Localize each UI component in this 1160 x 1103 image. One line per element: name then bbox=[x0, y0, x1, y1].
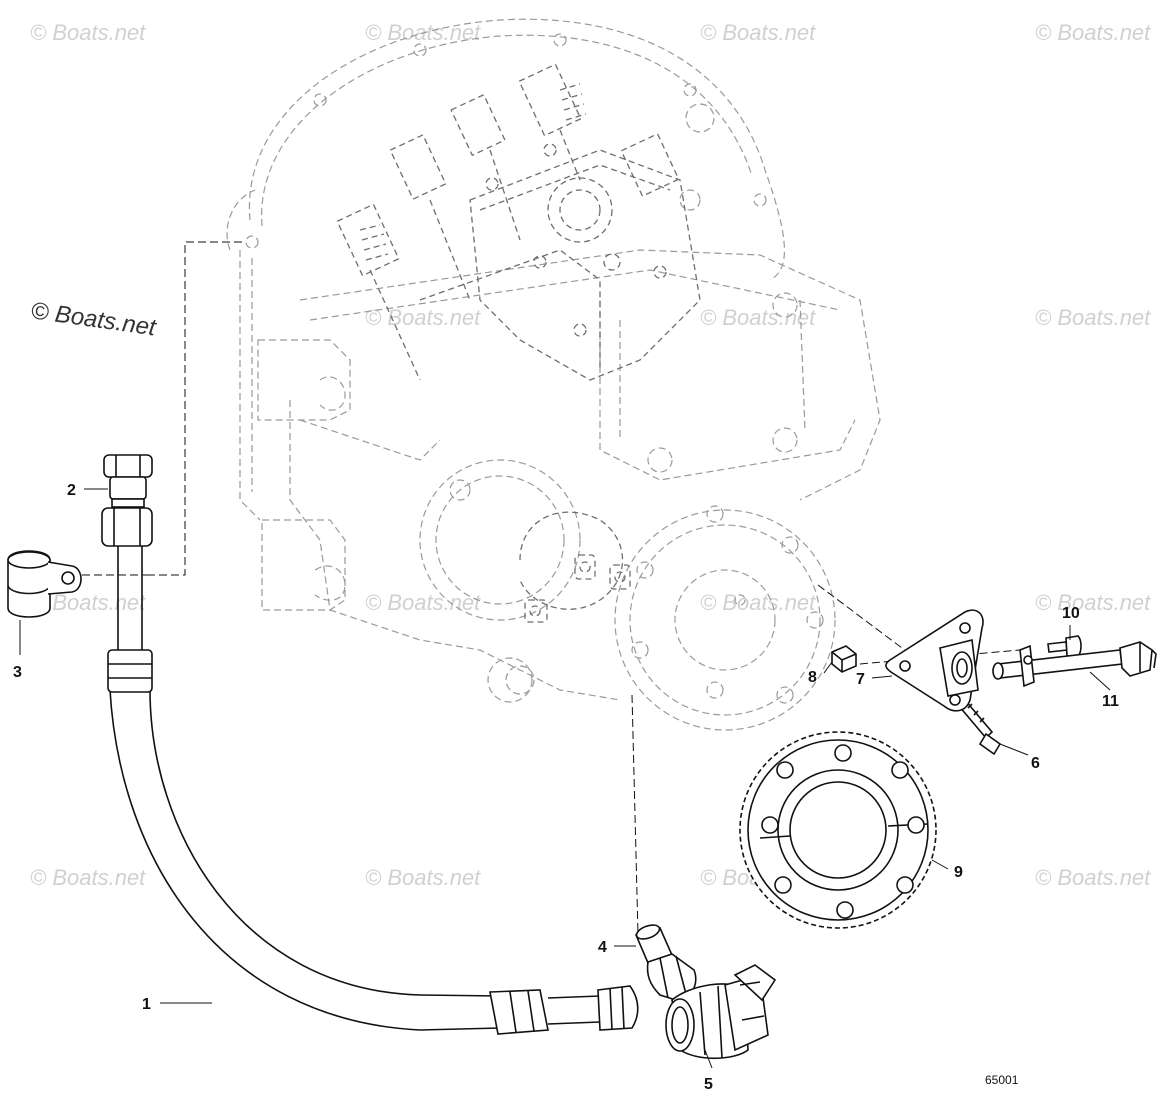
watermark: © Boats.net bbox=[1035, 865, 1151, 890]
watermark: © Boats.net bbox=[1035, 20, 1151, 45]
watermark: © Boats.net bbox=[1035, 590, 1151, 615]
callout-2: 2 bbox=[67, 482, 76, 499]
hex-nut bbox=[831, 645, 857, 673]
tone-ring bbox=[739, 731, 937, 929]
watermark-layer: © Boats.net © Boats.net © Boats.net © Bo… bbox=[29, 20, 1151, 890]
leader-lines bbox=[19, 488, 1111, 1069]
callout-9: 9 bbox=[954, 864, 963, 881]
callout-3: 3 bbox=[13, 664, 22, 681]
watermark: © Boats.net bbox=[365, 590, 481, 615]
watermark: © Boats.net bbox=[30, 20, 146, 45]
straight-fitting bbox=[634, 924, 697, 1001]
sensor-bracket bbox=[885, 609, 984, 712]
watermark: © Boats.net bbox=[365, 865, 481, 890]
speed-sensor bbox=[992, 641, 1157, 688]
watermark: © Boats.net bbox=[1035, 305, 1151, 330]
oil-hose bbox=[107, 545, 639, 1035]
shift-shaft-phantom bbox=[519, 511, 631, 623]
watermark: © Boats.net bbox=[700, 590, 816, 615]
watermark: © Boats.net bbox=[365, 305, 481, 330]
hose-fitting bbox=[101, 454, 153, 547]
elbow-fitting bbox=[665, 964, 777, 1060]
hose-clamp bbox=[7, 550, 82, 618]
figure-number: 65001 bbox=[985, 1073, 1019, 1087]
transmission-housing-phantom bbox=[226, 18, 881, 731]
solenoid-valves-phantom bbox=[336, 63, 680, 381]
callout-8: 8 bbox=[808, 669, 817, 686]
callout-5: 5 bbox=[704, 1076, 713, 1093]
output-flange-phantom bbox=[614, 505, 836, 731]
watermark-featured: © Boats.net bbox=[29, 297, 159, 341]
callout-1: 1 bbox=[142, 996, 151, 1013]
callout-6: 6 bbox=[1031, 755, 1040, 772]
callout-10: 10 bbox=[1062, 605, 1080, 622]
callout-7: 7 bbox=[856, 671, 865, 688]
callout-4: 4 bbox=[598, 939, 607, 956]
watermark: © Boats.net bbox=[30, 865, 146, 890]
callout-11: 11 bbox=[1102, 693, 1119, 710]
watermark: © Boats.net bbox=[700, 305, 816, 330]
callout-labels: 1 2 3 4 5 6 7 8 9 10 11 bbox=[13, 482, 1119, 1093]
watermark: © Boats.net bbox=[700, 20, 816, 45]
sensor-screw bbox=[1047, 635, 1082, 657]
